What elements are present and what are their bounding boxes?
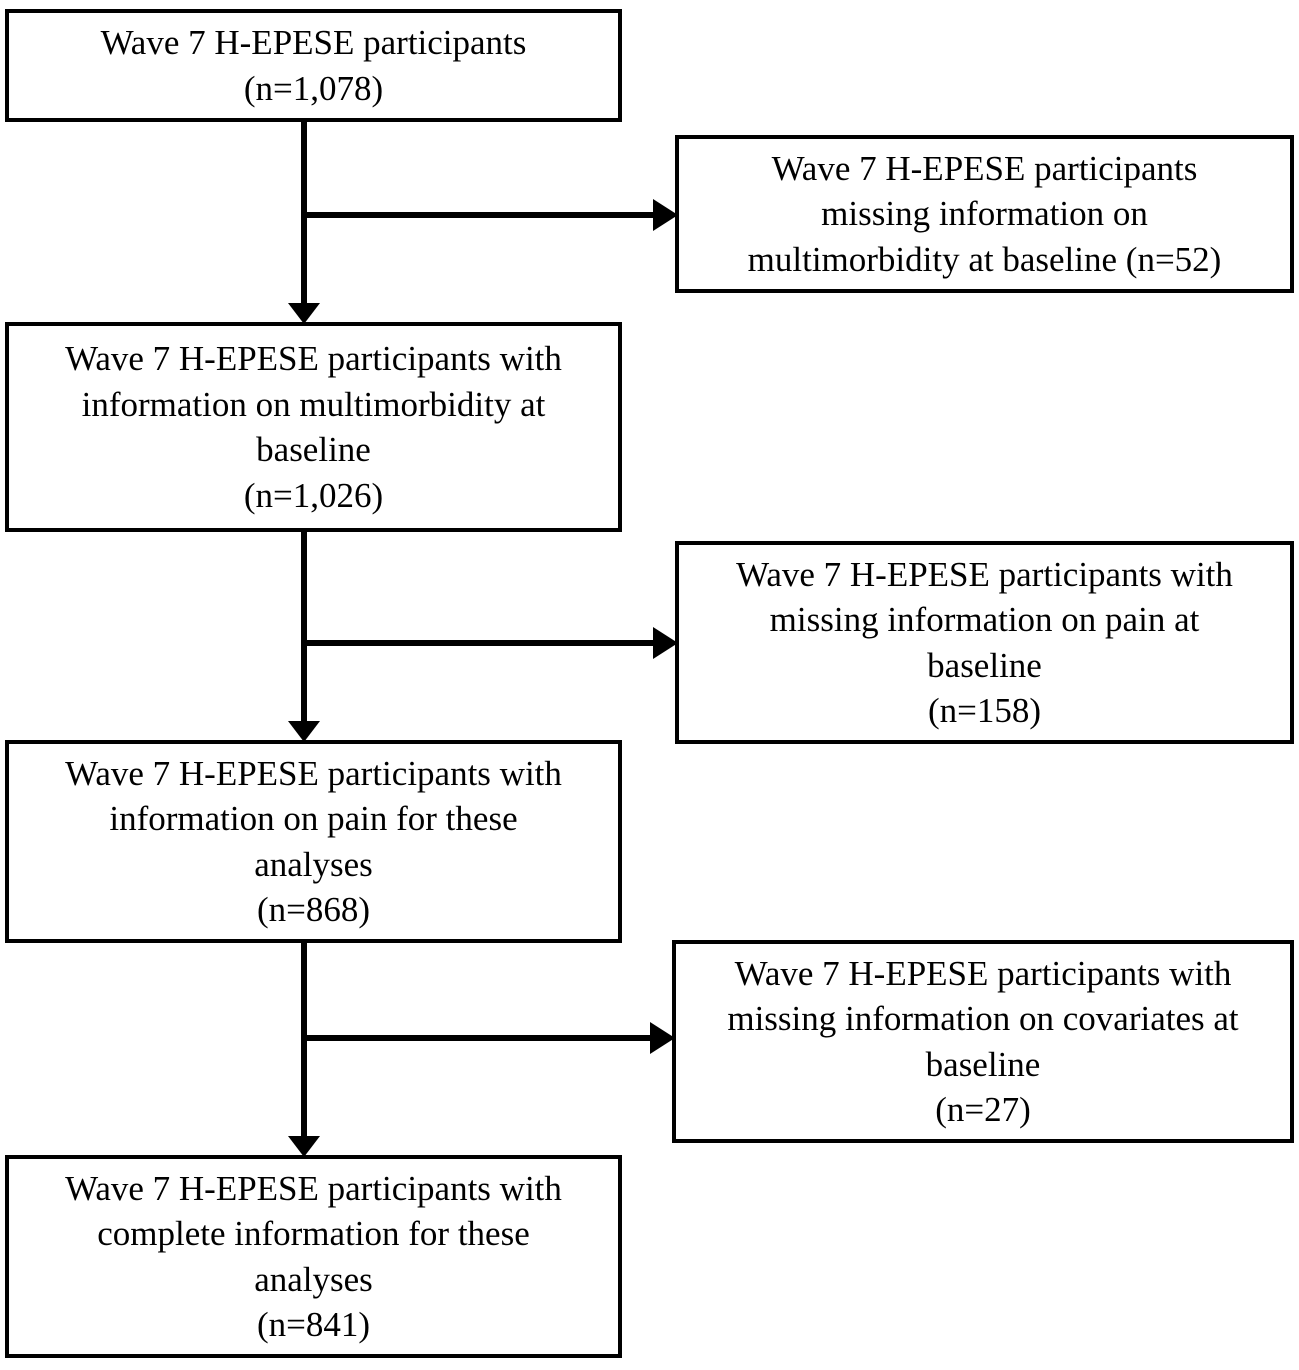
exclusion-box-line: missing information on xyxy=(821,194,1148,234)
flow-box-line: analyses xyxy=(254,844,373,884)
exclusion-box-line: missing information on covariates at xyxy=(727,999,1239,1038)
flow-box-line: complete information for these xyxy=(97,1214,530,1253)
exclusion-box-line: Wave 7 H-EPESE participants xyxy=(771,148,1198,188)
flow-box-line: analyses xyxy=(254,1259,373,1299)
exclusion-box-line: (n=27) xyxy=(935,1090,1031,1129)
exclusion-box-missing-multimorbidity: Wave 7 H-EPESE participants missing info… xyxy=(675,135,1294,293)
flow-box-line: (n=1,026) xyxy=(243,475,384,515)
exclusion-box-line: Wave 7 H-EPESE participants with xyxy=(734,953,1232,993)
exclusion-box-line: missing information on pain at xyxy=(769,600,1200,639)
flow-box-line: Wave 7 H-EPESE participants with xyxy=(65,753,562,793)
flow-box-line: Wave 7 H-EPESE participants with xyxy=(65,339,562,378)
exclusion-box-line: (n=158) xyxy=(927,691,1042,730)
flow-box-analytic-sample: Wave 7 H-EPESE participants with complet… xyxy=(5,1155,622,1358)
flow-box-line: (n=1,078) xyxy=(243,68,384,108)
exclusion-box-line: baseline xyxy=(925,1044,1041,1084)
flow-box-enrolled-participants: Wave 7 H-EPESE participants (n=1,078) xyxy=(5,9,622,122)
flow-box-line: (n=841) xyxy=(256,1305,371,1344)
exclusion-box-line: multimorbidity at baseline (n=52) xyxy=(747,239,1222,279)
flow-box-line: Wave 7 H-EPESE participants xyxy=(100,23,527,62)
exclusion-box-missing-pain: Wave 7 H-EPESE participants with missing… xyxy=(675,541,1294,744)
flow-box-with-multimorbidity-info: Wave 7 H-EPESE participants with informa… xyxy=(5,322,622,532)
flow-box-line: (n=868) xyxy=(256,890,371,929)
flow-box-line: information on pain for these xyxy=(109,799,518,838)
flow-box-line: baseline xyxy=(256,430,371,469)
exclusion-box-line: baseline xyxy=(927,645,1042,685)
exclusion-box-line: Wave 7 H-EPESE participants with xyxy=(736,554,1233,594)
flow-box-line: information on multimorbidity at xyxy=(81,384,546,424)
flow-box-line: Wave 7 H-EPESE participants with xyxy=(65,1168,562,1208)
exclusion-box-missing-covariates: Wave 7 H-EPESE participants with missing… xyxy=(672,940,1294,1143)
flow-box-with-pain-info: Wave 7 H-EPESE participants with informa… xyxy=(5,740,622,943)
